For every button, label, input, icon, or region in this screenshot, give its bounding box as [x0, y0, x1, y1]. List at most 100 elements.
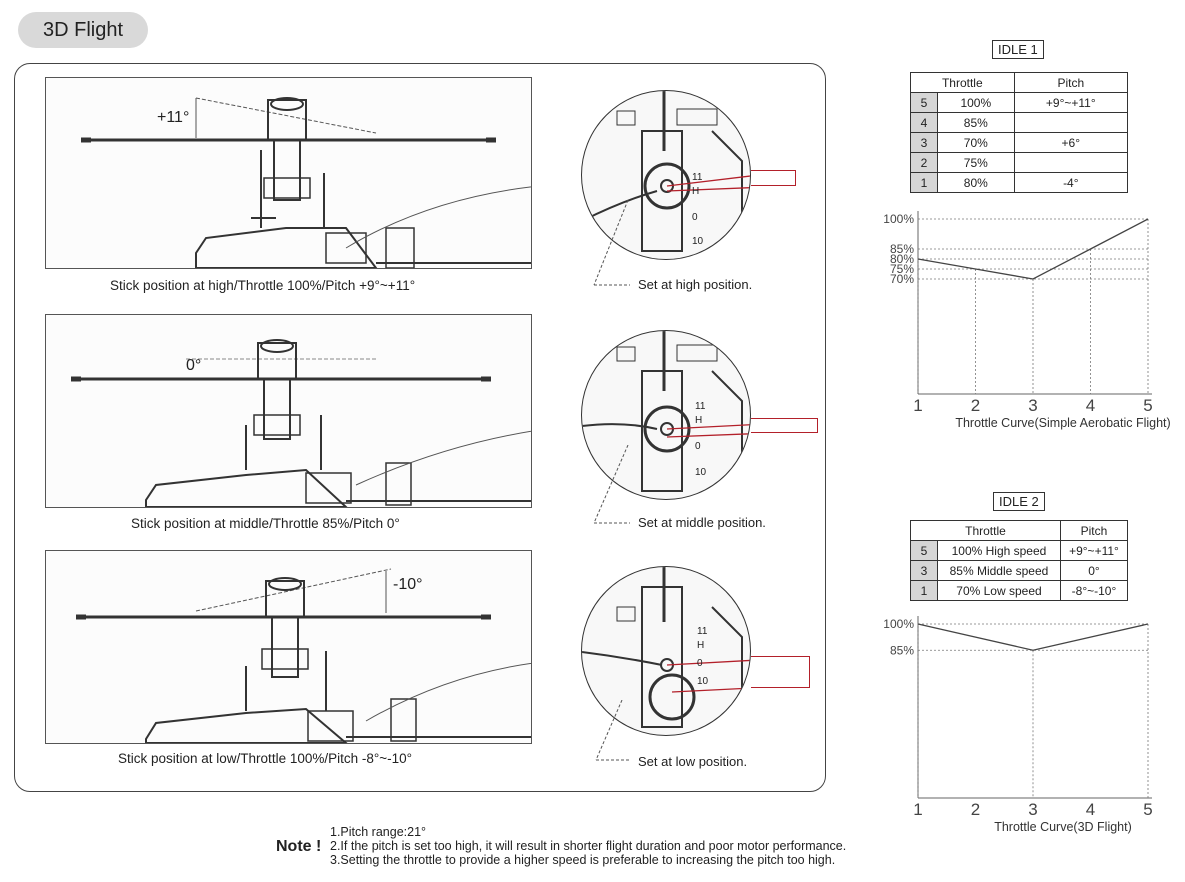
servo-pointer-box-middle [751, 418, 818, 433]
servo-detail-middle [581, 330, 751, 500]
page-title: 3D Flight [18, 12, 148, 48]
servo-mark-11: 11 [695, 401, 706, 412]
set-label-leaders-low [595, 700, 630, 761]
helicopter-diagram-high [45, 77, 532, 269]
servo-mark-11: 11 [697, 626, 708, 637]
helicopter-illustration-low [76, 568, 531, 743]
servo-mark-0: 0 [692, 212, 698, 223]
pitch-value: -8°~-10° [1059, 580, 1129, 601]
servo-scale-high: 11 H 0 10 [692, 171, 703, 249]
x-tick-label: 5 [1143, 800, 1152, 819]
pitch-angle-label-middle: 0° [186, 357, 202, 374]
note-label: Note ! [276, 838, 322, 855]
note-line-1: 1.Pitch range:21° [330, 825, 427, 839]
note-list: 1.Pitch range:21° 2.If the pitch is set … [330, 825, 846, 867]
note-label-text: Note [276, 838, 312, 855]
column-header-throttle: Throttle [910, 520, 1061, 541]
set-label-high: Set at high position. [638, 277, 753, 292]
throttle-value: 75% [937, 152, 1015, 173]
x-tick-label: 1 [913, 800, 922, 819]
servo-mark-h: H [695, 415, 703, 426]
x-tick-label: 4 [1086, 800, 1095, 819]
point-number: 3 [910, 560, 938, 581]
servo-pointer-box-high [751, 170, 796, 186]
column-header-pitch: Pitch [1013, 72, 1129, 93]
point-number: 5 [910, 92, 938, 113]
stick-caption-middle: Stick position at middle/Throttle 85%/Pi… [131, 516, 400, 531]
servo-mark-h: H [697, 640, 705, 651]
servo-mark-0: 0 [697, 658, 703, 669]
throttle-value: 80% [937, 172, 1015, 193]
servo-pointer-box-low [751, 656, 810, 688]
pitch-angle-label-high: +11° [157, 109, 190, 126]
illustration-frame [14, 63, 826, 792]
throttle-curve-line [917, 218, 1149, 280]
column-header-pitch: Pitch [1059, 520, 1129, 541]
helicopter-illustration-middle [71, 339, 531, 507]
throttle-value: 70% [937, 132, 1015, 153]
helicopter-illustration-high [81, 97, 531, 268]
y-tick-label: 85% [890, 242, 914, 256]
point-number: 1 [910, 172, 938, 193]
point-number: 5 [910, 540, 938, 561]
table-header-row: Throttle Pitch [910, 520, 1129, 541]
servo-mark-0: 0 [695, 441, 701, 452]
point-number: 4 [910, 112, 938, 133]
idle1-title: IDLE 1 [992, 40, 1044, 59]
point-number: 1 [910, 580, 938, 601]
servo-detail-high [581, 90, 751, 260]
note-line-2: 2.If the pitch is set too high, it will … [330, 839, 847, 853]
x-tick-label: 2 [971, 800, 980, 819]
x-tick-label: 3 [1028, 800, 1037, 819]
y-tick-label: 80% [890, 252, 914, 266]
pitch-value: +6° [1013, 132, 1129, 153]
stick-caption-low: Stick position at low/Throttle 100%/Pitc… [118, 751, 413, 766]
pitch-value [1013, 112, 1129, 133]
throttle-value: 100% [937, 92, 1015, 113]
throttle-value: 100% High speed [937, 540, 1061, 561]
point-number: 3 [910, 132, 938, 153]
pitch-value: +9°~+11° [1013, 92, 1129, 113]
servo-mark-h: H [692, 186, 700, 197]
set-label-low: Set at low position. [638, 754, 748, 769]
x-tick-label: 5 [1143, 396, 1152, 415]
servo-mark-11: 11 [692, 172, 703, 183]
servo-mark-10: 10 [695, 467, 707, 478]
x-tick-label: 4 [1086, 396, 1095, 415]
x-tick-label: 3 [1028, 396, 1037, 415]
pitch-angle-label-low: -10° [393, 576, 423, 593]
chart-caption: Throttle Curve(3D Flight) [994, 820, 1132, 834]
y-tick-label: 70% [890, 272, 914, 286]
throttle-value: 85% Middle speed [937, 560, 1061, 581]
table-header-row: Throttle Pitch [910, 72, 1129, 93]
point-number: 2 [910, 152, 938, 173]
pitch-value [1013, 152, 1129, 173]
idle2-title: IDLE 2 [993, 492, 1045, 511]
y-tick-label: 100% [883, 617, 914, 631]
throttle-value: 85% [937, 112, 1015, 133]
chart-caption: Throttle Curve(Simple Aerobatic Flight) [955, 416, 1170, 430]
pitch-value: -4° [1013, 172, 1129, 193]
note-line-3: 3.Setting the throttle to provide a high… [330, 853, 836, 867]
x-tick-label: 2 [971, 396, 980, 415]
throttle-value: 70% Low speed [937, 580, 1061, 601]
servo-mark-10: 10 [697, 676, 709, 687]
servo-detail-low [581, 566, 751, 736]
x-tick-label: 1 [913, 396, 922, 415]
servo-scale-low: 11 H 0 10 [697, 625, 708, 689]
helicopter-diagram-middle [45, 314, 532, 508]
column-header-throttle: Throttle [910, 72, 1015, 93]
set-label-middle: Set at middle position. [638, 515, 766, 530]
servo-scale-middle: 11 H 0 10 [695, 400, 706, 480]
